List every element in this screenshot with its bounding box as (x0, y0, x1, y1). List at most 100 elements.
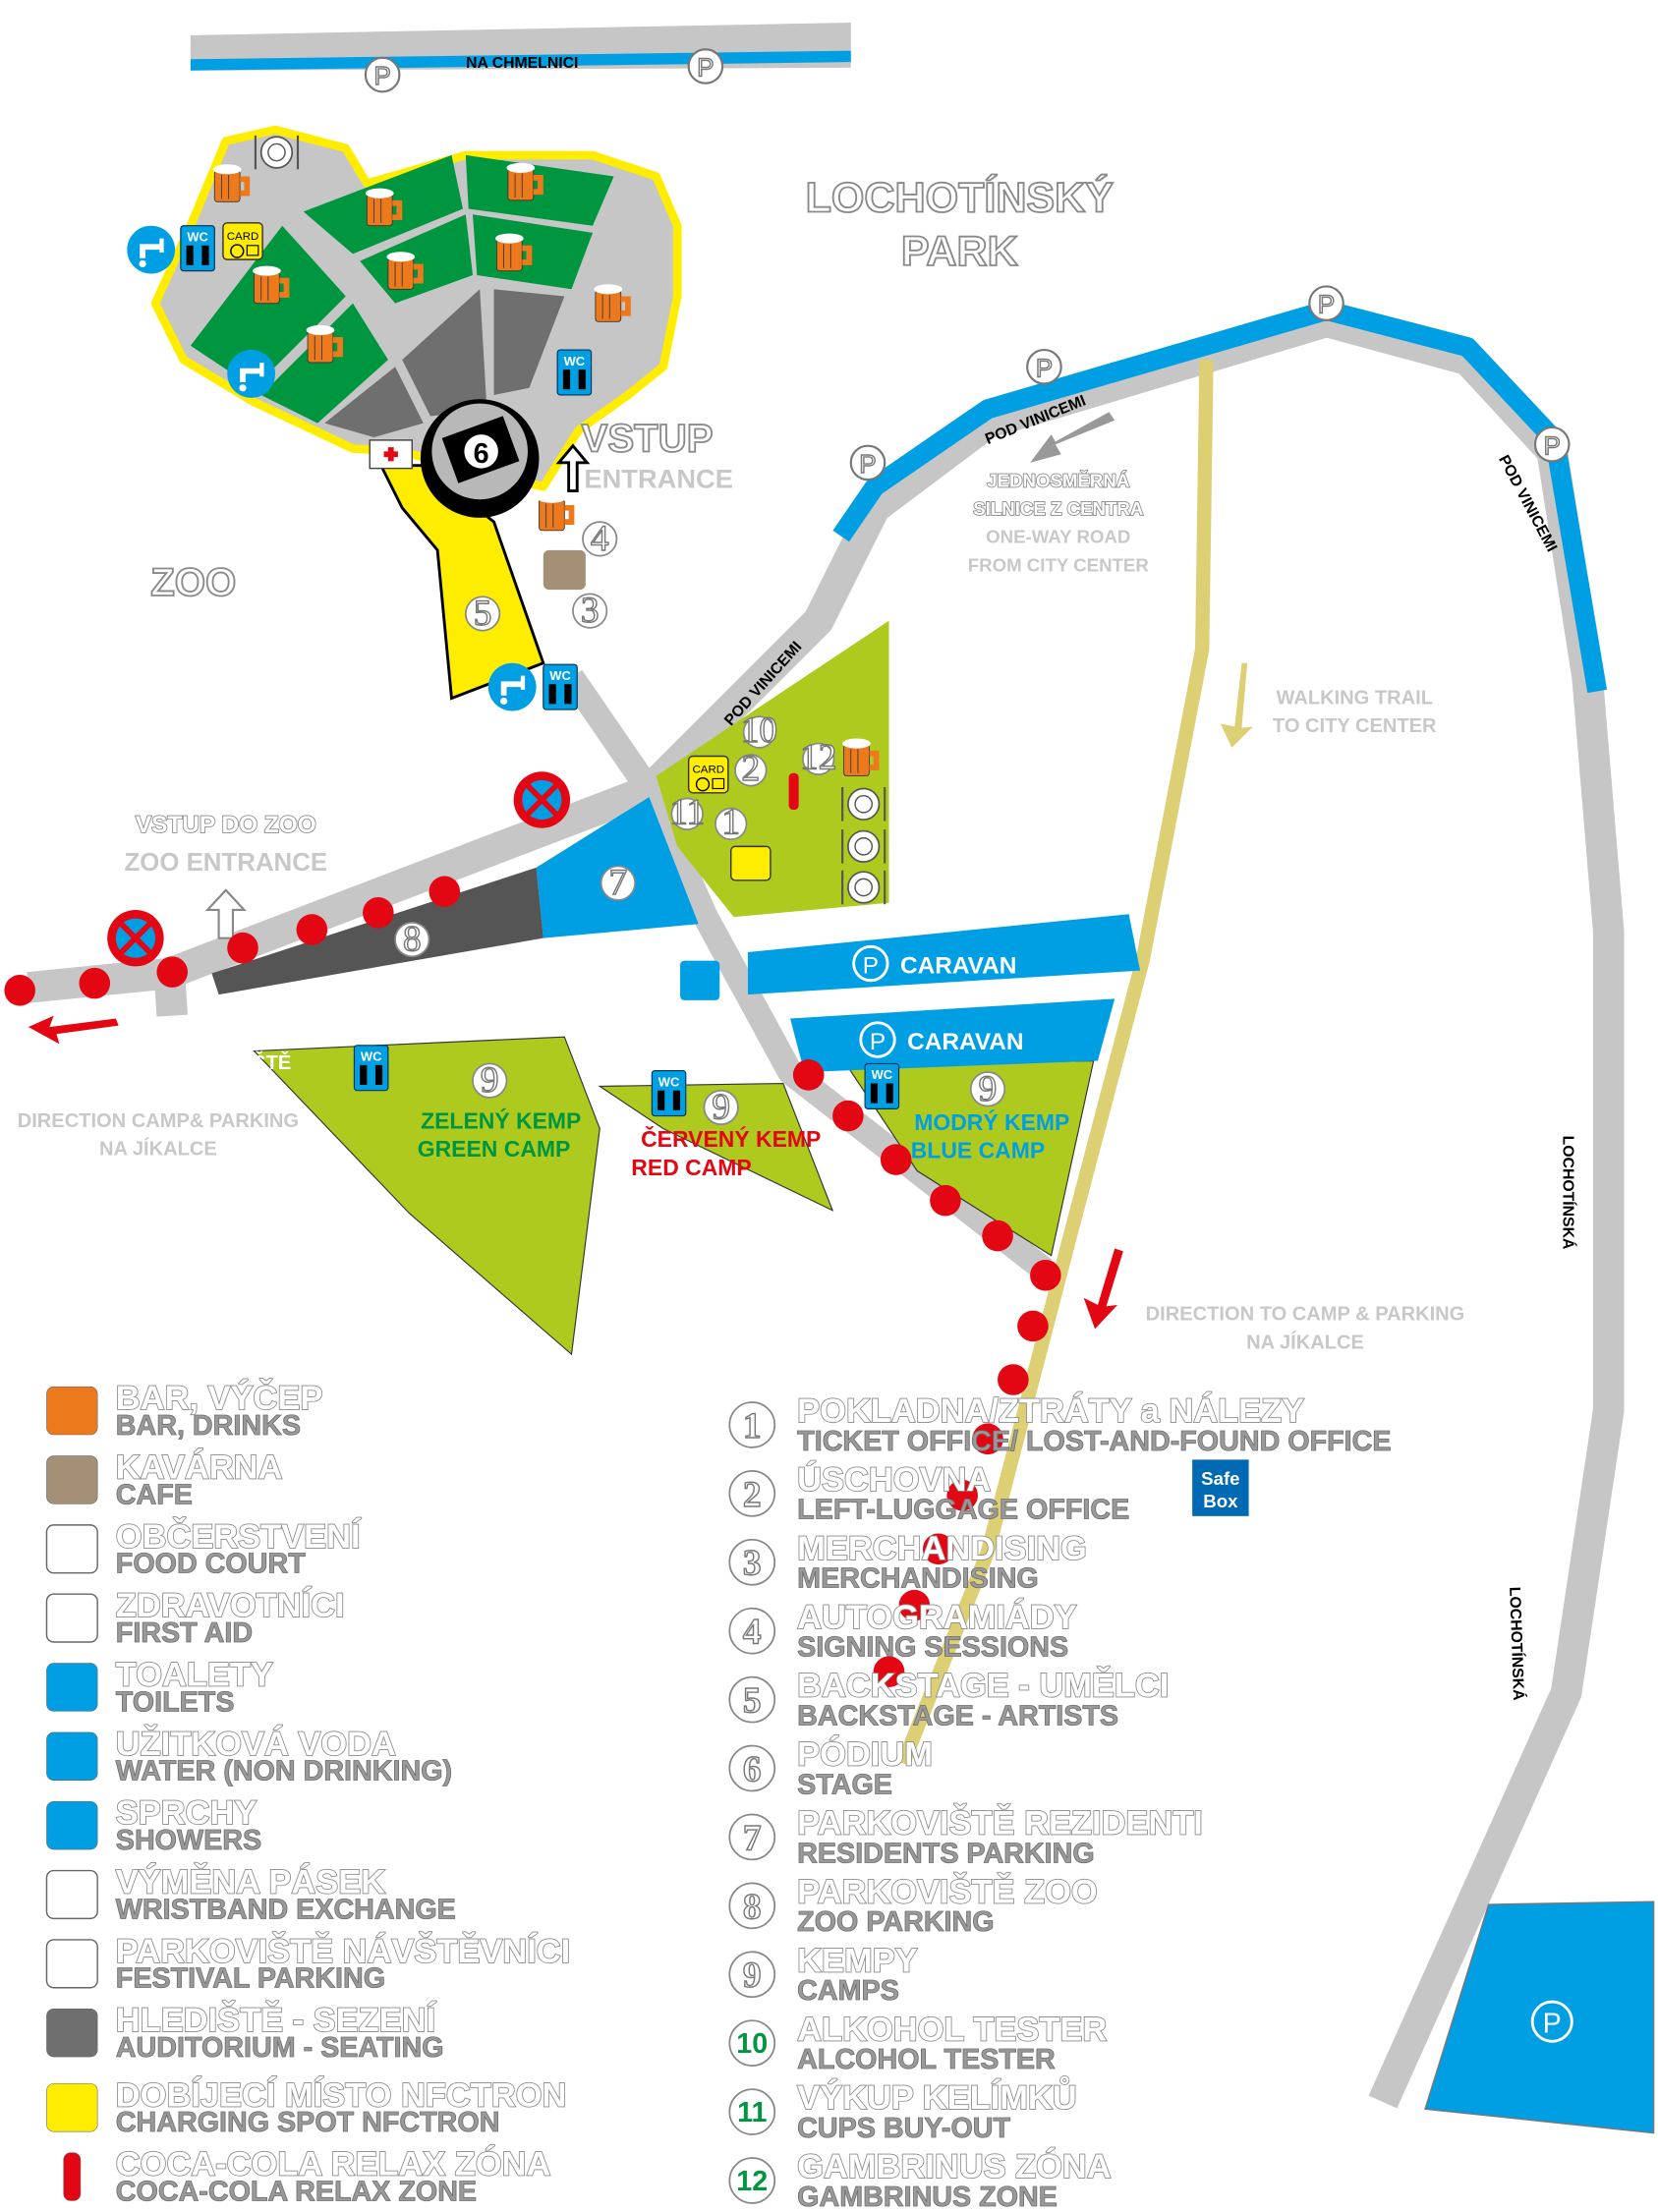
coca-cola-icon (788, 772, 799, 811)
svg-text:MODRÝ KEMP: MODRÝ KEMP (914, 1109, 1069, 1135)
legend-label-en: CHARGING SPOT NFCTRON (116, 2107, 500, 2138)
festival-parking-lot (1424, 1900, 1655, 2134)
numbered-label-cz: GAMBRINUS ZÓNA (797, 2146, 1111, 2185)
road-label: LOCHOTÍNSKÁ (1506, 1587, 1528, 1701)
numbered-label-en: ALCOHOL TESTER (797, 2044, 1056, 2075)
svg-text:ZELENÝ KEMP: ZELENÝ KEMP (421, 1107, 581, 1133)
numbered-label-cz: BACKSTAGE - UMĚLCI (797, 1666, 1169, 1705)
legend-label-cz: PARKOVIŠTĚ NÁVŠTĚVNÍCI (116, 1931, 570, 1970)
legend-label-cz: COCA-COLA RELAX ZÓNA (116, 2144, 551, 2184)
svg-text:1: 1 (721, 802, 740, 842)
road-na-chmelnici: NA CHMELNICI (190, 22, 851, 93)
ambulance-icon (45, 1593, 98, 1643)
svg-text:JEDNOSMĚRNÁ: JEDNOSMĚRNÁ (987, 470, 1129, 490)
numbered-label-en: RESIDENTS PARKING (797, 1838, 1094, 1869)
svg-text:SMĚR KEMP& PARKOVIŠTĚ: SMĚR KEMP& PARKOVIŠTĚ (26, 1050, 292, 1074)
numbered-label-en: MERCHANDISING (797, 1563, 1039, 1595)
ambulance-icon (369, 439, 414, 470)
parking-icon (1533, 425, 1571, 463)
card-charging-icon: CARD (687, 755, 729, 794)
svg-text:NA JÍKALCE: NA JÍKALCE (99, 1080, 217, 1103)
legend-label-cz: TOALETY (116, 1657, 273, 1694)
shower-icon (680, 960, 720, 1000)
svg-text:8: 8 (403, 920, 422, 960)
svg-text:NA JÍKALCE: NA JÍKALCE (99, 1138, 217, 1161)
beer-icon (538, 493, 571, 531)
svg-text:FROM CITY CENTER: FROM CITY CENTER (968, 554, 1150, 575)
legend-label-en: COCA-COLA RELAX ZONE (116, 2177, 477, 2208)
legend-label-en: SHOWERS (116, 1825, 261, 1856)
zoo-parking (211, 867, 543, 995)
entrance-label: VSTUP (582, 416, 714, 460)
numbered-label-en: BACKSTAGE - ARTISTS (797, 1700, 1118, 1731)
wristband-icon (730, 845, 772, 881)
auditorium-seating (324, 367, 424, 438)
water-tap-icon (127, 225, 176, 274)
legend-label-cz: DOBÍJECÍ MÍSTO NFCTRON (116, 2074, 567, 2114)
svg-text:Safe: Safe (1201, 1468, 1239, 1489)
svg-text:P: P (870, 1029, 886, 1055)
svg-text:9: 9 (979, 1069, 998, 1109)
svg-text:12: 12 (800, 737, 836, 777)
direction-right-note: SMĚR KEMP & PARKOVIŠTĚ NA JÍKALCE DIRECT… (1146, 1244, 1465, 1354)
zoo-entrance-label: ZOO ENTRANCE (124, 849, 327, 877)
card-label: CARD (693, 765, 725, 776)
toilets-icon (556, 349, 593, 396)
parking-icon (45, 1939, 98, 1989)
svg-text:WALKING TRAIL: WALKING TRAIL (1277, 687, 1434, 709)
walking-trail-note: PĚŠÍ STEZKA SMĚR CENTRUM WALKING TRAIL T… (1220, 627, 1437, 748)
caravan-labels: P CARAVAN P CARAVAN (852, 944, 1024, 1058)
parking-icon (687, 48, 724, 85)
coffee-icon (543, 549, 586, 591)
coffee-icon (46, 1455, 98, 1504)
svg-text:BLUE CAMP: BLUE CAMP (911, 1138, 1045, 1163)
marker-4 (582, 521, 618, 557)
svg-text:TO CITY CENTER: TO CITY CENTER (1273, 715, 1437, 737)
svg-text:NA JÍKALCE: NA JÍKALCE (1246, 1274, 1364, 1296)
number-marker: 4 (743, 1613, 762, 1653)
zoo-entrance-arrow-icon (204, 888, 247, 939)
legend-label-cz: HLEDIŠTĚ - SEZENÍ (116, 2000, 437, 2039)
svg-text:NA JÍKALCE: NA JÍKALCE (1246, 1331, 1364, 1353)
legend-label-cz: UŽITKOVÁ VODA (116, 1724, 396, 1763)
shower-icon (46, 1800, 98, 1850)
numbered-label-cz: POKLADNA/ZTRÁTY a NÁLEZY (797, 1390, 1304, 1430)
marker-6: 6 (474, 438, 489, 470)
marker-3 (572, 593, 608, 629)
entrance-arrow-icon (555, 443, 591, 493)
legend-label-en: TOILETS (116, 1686, 235, 1718)
svg-text:SMĚR CENTRUM: SMĚR CENTRUM (1274, 655, 1435, 679)
zoo-entrance-label: VSTUP DO ZOO (136, 812, 316, 838)
legend-label-en: WATER (NON DRINKING) (116, 1756, 452, 1787)
number-marker: 11 (737, 2097, 767, 2128)
one-way-note: JEDNOSMĚRNÁ SILNICE Z CENTRA ONE-WAY ROA… (968, 412, 1150, 575)
numbered-label-cz: KEMPY (797, 1942, 917, 1979)
number-marker: 7 (743, 1818, 762, 1858)
legend-label-en: AUDITORIUM - SEATING (116, 2032, 444, 2064)
caravan-parking-1 (747, 914, 1141, 995)
legend-label-cz: SPRCHY (116, 1794, 257, 1832)
svg-text:GREEN CAMP: GREEN CAMP (418, 1136, 571, 1162)
numbered-label-cz: PARKOVIŠTĚ REZIDENTI (797, 1803, 1203, 1843)
numbered-label-en: LEFT-LUGGAGE OFFICE (797, 1495, 1129, 1526)
legend-label-cz: VÝMĚNA PÁSEK (116, 1862, 385, 1901)
amphitheatre-area: 6 CARD 4 3 5 (127, 125, 682, 711)
svg-text:9: 9 (712, 1087, 730, 1127)
caravan-parking-2 (790, 998, 1115, 1073)
wristband-icon (45, 1869, 98, 1920)
